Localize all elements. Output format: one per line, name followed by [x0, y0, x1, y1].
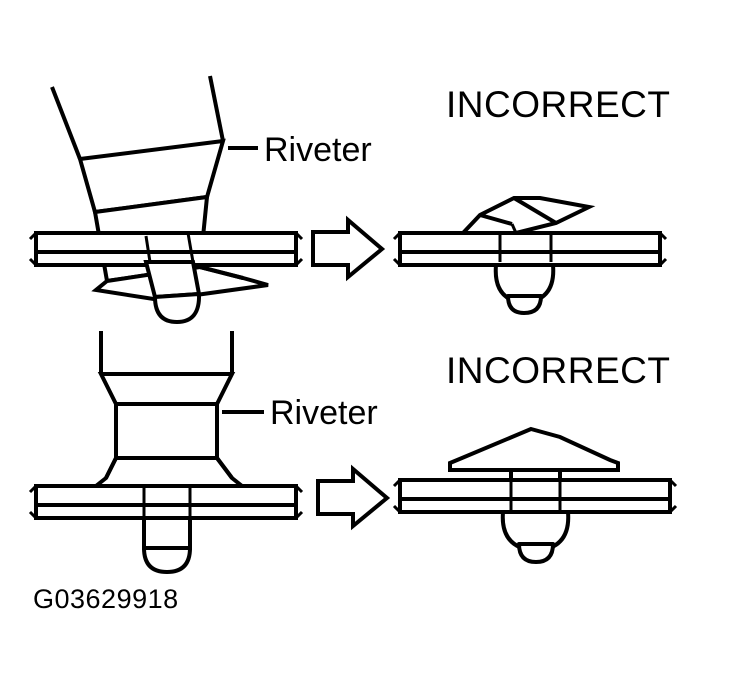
rivet-shank-icon	[498, 233, 553, 262]
result-label-bottom: INCORRECT	[446, 350, 670, 391]
rivet-upright-icon	[90, 456, 248, 488]
rivet-shank-icon	[142, 486, 192, 518]
figure-caption: G03629918	[33, 584, 179, 614]
top-after-group: INCORRECT	[392, 84, 670, 315]
arrow-right-icon-bottom	[316, 464, 391, 531]
rivet-bulge-icon	[500, 510, 571, 564]
rivet-bulge-icon	[493, 263, 556, 315]
panel-stack-icon	[392, 478, 678, 514]
rivet-shank-gap-icon	[509, 468, 562, 482]
arrow-right-icon-top	[311, 215, 386, 282]
rivet-shank-icon	[144, 232, 195, 263]
bottom-after-group: INCORRECT	[392, 350, 678, 564]
riveter-label-bottom: Riveter	[270, 394, 378, 432]
riveter-label-top: Riveter	[264, 131, 372, 169]
riveter-tool-upright-icon	[97, 331, 236, 460]
top-before-group: Riveter	[28, 75, 372, 324]
rivet-tail-icon	[143, 260, 202, 324]
rivet-set-tilted-icon	[458, 196, 596, 235]
panel-stack-icon	[392, 231, 668, 267]
rivet-tail-icon	[142, 516, 192, 574]
result-label-top: INCORRECT	[446, 84, 670, 125]
rivet-shank-icon	[509, 480, 562, 512]
panel-stack-icon	[28, 231, 304, 267]
bottom-before-group: Riveter	[28, 331, 378, 574]
panel-stack-icon	[28, 484, 304, 520]
rivet-set-raised-icon	[448, 426, 620, 472]
